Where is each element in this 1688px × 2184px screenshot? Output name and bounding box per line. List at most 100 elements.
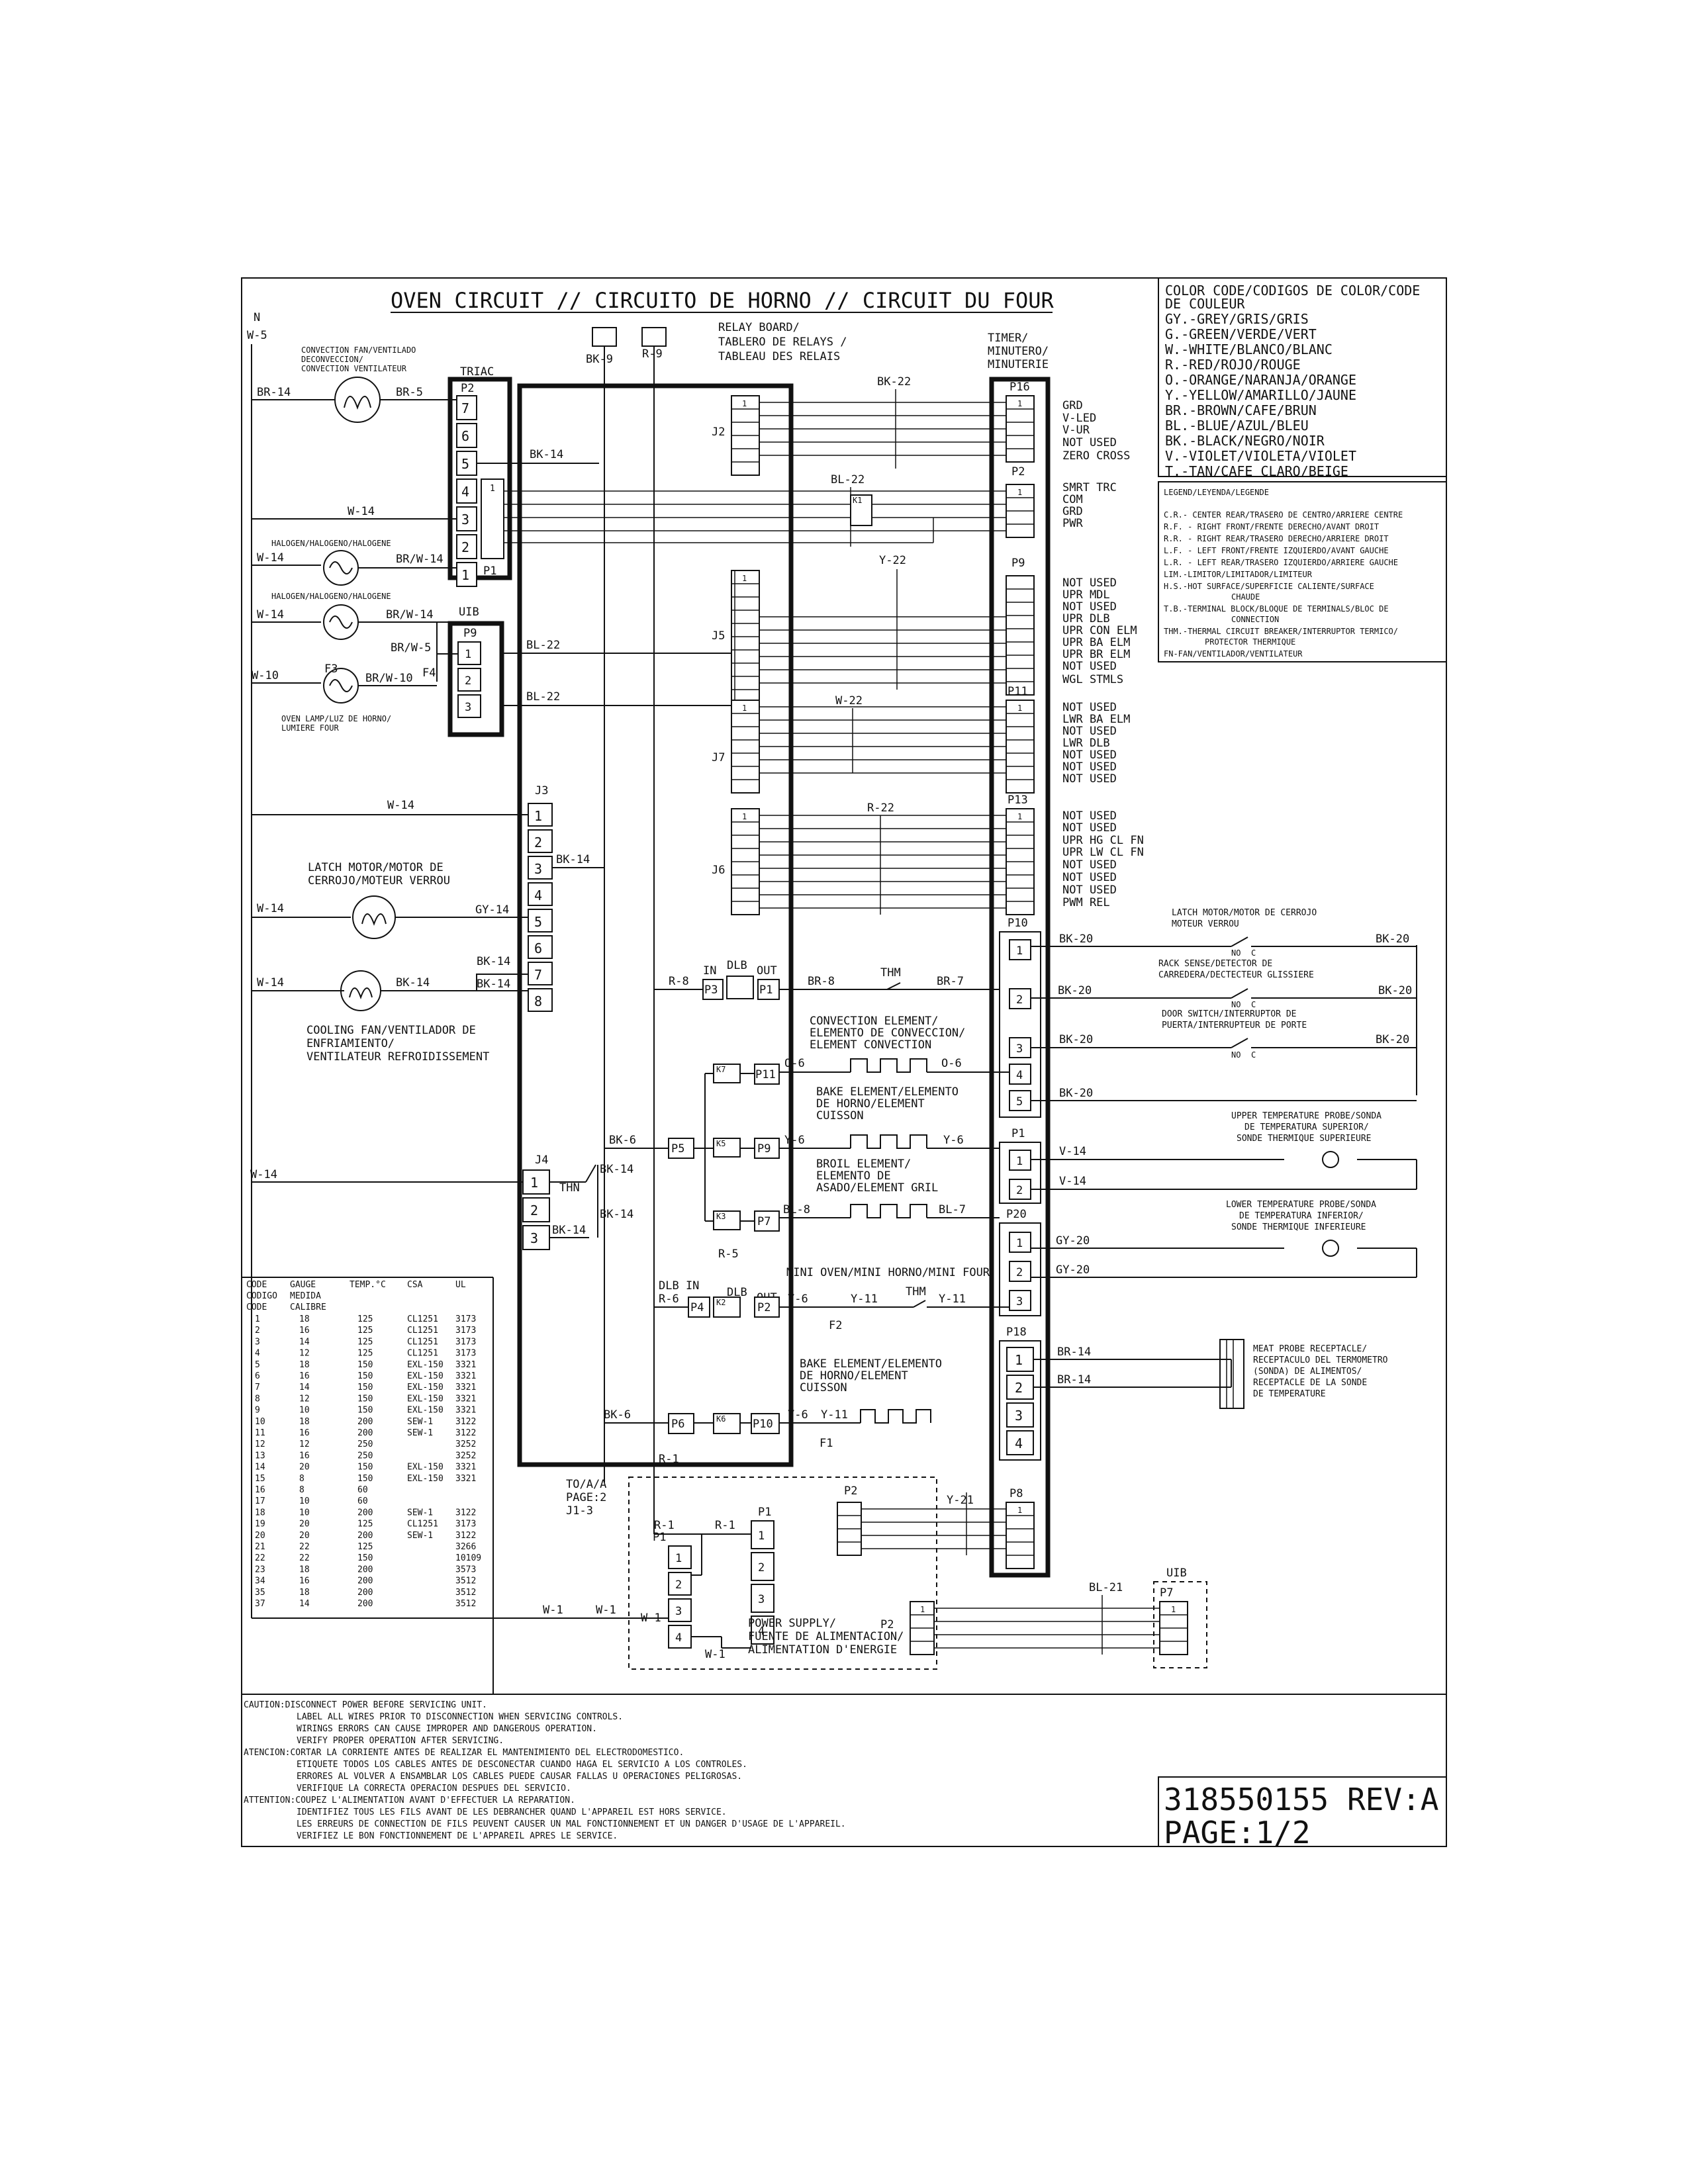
wire-y11: Y-11 <box>939 1293 966 1306</box>
wire-w22: W-22 <box>835 694 863 707</box>
wire-bk14: BK-14 <box>477 978 510 991</box>
svg-text:4: 4 <box>1015 1435 1023 1451</box>
legend: LEGEND/LEYENDA/LEGENDE C.R.- CENTER REAR… <box>1164 488 1403 659</box>
thermal-thn-label: THN <box>559 1181 580 1195</box>
gauge-table-cell: 125 <box>357 1326 373 1336</box>
gauge-table-cell: 10 <box>299 1508 310 1518</box>
svg-text:2: 2 <box>1016 993 1023 1007</box>
gauge-table-cell: 200 <box>357 1531 373 1541</box>
gauge-table-cell: 3266 <box>455 1542 476 1552</box>
svg-text:LWR DLB: LWR DLB <box>1062 737 1110 750</box>
svg-text:1: 1 <box>1016 1155 1023 1168</box>
gauge-table-cell: 200 <box>357 1508 373 1518</box>
gauge-table-cell: 200 <box>357 1417 373 1427</box>
gauge-table-cell: 200 <box>357 1588 373 1598</box>
svg-text:SMRT TRC: SMRT TRC <box>1062 481 1117 494</box>
power-supply-label: POWER SUPPLY/ <box>748 1617 836 1630</box>
wire-gy20: GY-20 <box>1056 1263 1090 1277</box>
cooling-fan-label: COOLING FAN/VENTILADOR DE <box>306 1024 476 1037</box>
p13-pin-labels: NOT USED NOT USED UPR HG CL FN UPR LW CL… <box>1062 809 1144 909</box>
lower-probe-label: LOWER TEMPERATURE PROBE/SONDA <box>1226 1200 1376 1210</box>
fuse-f2: F2 <box>829 1319 842 1332</box>
wire-w14: W-14 <box>387 799 414 812</box>
oven-lamp-label: LUMIERE FOUR <box>281 723 339 733</box>
timer-p10-pins: 1 2 3 4 5 <box>1009 939 1031 1111</box>
wire-o6: O-6 <box>941 1057 962 1070</box>
gauge-table-cell: 12 <box>299 1394 310 1404</box>
svg-text:P10: P10 <box>753 1418 773 1431</box>
diagram-title: OVEN CIRCUIT // CIRCUITO DE HORNO // CIR… <box>391 288 1055 313</box>
color-code-item: W.-WHITE/BLANCO/BLANC <box>1165 341 1333 357</box>
relay-out-label: OUT <box>757 964 777 978</box>
gauge-table-cell: 18 <box>299 1417 310 1427</box>
gauge-table-cell: 150 <box>357 1474 373 1484</box>
gauge-table-cell: 3573 <box>455 1565 476 1574</box>
wire-w1: W-1 <box>705 1648 726 1661</box>
gauge-table-cell: 15 <box>255 1474 265 1484</box>
bake-element2-label: CUISSON <box>800 1381 847 1394</box>
neutral-label: N <box>254 311 260 324</box>
gauge-table-cell: 60 <box>357 1496 368 1506</box>
svg-text:2: 2 <box>461 539 469 555</box>
svg-text:NOT USED: NOT USED <box>1062 821 1117 835</box>
gauge-table-cell: 150 <box>357 1463 373 1473</box>
gauge-table-cell: 150 <box>357 1360 373 1370</box>
wire-w14: W-14 <box>257 902 284 915</box>
gauge-table-cell: 12 <box>299 1439 310 1449</box>
caution-line: LABEL ALL WIRES PRIOR TO DISCONNECTION W… <box>297 1712 623 1722</box>
wire-bk14: BK-14 <box>600 1208 633 1221</box>
svg-text:3: 3 <box>1015 1408 1023 1424</box>
uib-p9-label: P9 <box>463 627 477 640</box>
gauge-header: CODIGO <box>246 1291 277 1301</box>
gauge-table-cell: 8 <box>299 1474 305 1484</box>
svg-text:3: 3 <box>534 861 542 877</box>
gauge-table-cell: 3512 <box>455 1588 476 1598</box>
ps-p1-label: P1 <box>653 1531 666 1544</box>
diagram-frame <box>241 277 1447 1847</box>
gauge-table-cell: 18 <box>299 1565 310 1574</box>
svg-text:P5: P5 <box>671 1142 684 1156</box>
wire-r6: R-6 <box>659 1293 679 1306</box>
svg-text:4: 4 <box>461 484 469 500</box>
wire-w1: W-1 <box>543 1604 563 1617</box>
fuse-f1: F1 <box>820 1437 833 1450</box>
svg-text:P2: P2 <box>757 1301 771 1314</box>
wire-bk20: BK-20 <box>1376 1033 1409 1046</box>
wire-y11: Y-11 <box>821 1408 848 1422</box>
caution-block: CAUTION:DISCONNECT POWER BEFORE SERVICIN… <box>244 1700 846 1841</box>
bake-element-label: CUISSON <box>816 1109 864 1122</box>
timer-label: MINUTERIE <box>988 358 1049 371</box>
legend-item: L.R. - LEFT REAR/TRASERO IZQUIERDO/ARRIE… <box>1164 558 1398 567</box>
gauge-table-cell: 125 <box>357 1349 373 1359</box>
mini-oven-label: MINI OVEN/MINI HORNO/MINI FOUR <box>786 1266 990 1279</box>
ps-p2-connector <box>837 1502 862 1556</box>
gauge-table-cell: 20 <box>299 1520 310 1529</box>
latch-switch-label: MOTEUR VERROU <box>1172 919 1239 929</box>
legend-item: CHAUDE <box>1231 592 1260 602</box>
wire-bk14: BK-14 <box>530 448 563 461</box>
svg-text:2: 2 <box>758 1561 765 1574</box>
wire-bk20: BK-20 <box>1059 933 1093 946</box>
wire-r1: R-1 <box>654 1519 675 1532</box>
wire-br14: BR-14 <box>1057 1345 1091 1359</box>
svg-text:3: 3 <box>1016 1042 1023 1056</box>
gauge-table-cell: 16 <box>299 1326 310 1336</box>
gauge-table-cell: 17 <box>255 1496 265 1506</box>
svg-text:1: 1 <box>1017 399 1022 408</box>
gauge-header: CSA <box>407 1280 423 1290</box>
svg-text:GRD: GRD <box>1062 505 1083 518</box>
gauge-table-cell: 125 <box>357 1314 373 1324</box>
svg-text:UPR BA ELM: UPR BA ELM <box>1062 636 1130 649</box>
j6-connector: 1 <box>731 808 760 915</box>
gauge-table-cell: SEW-1 <box>407 1417 433 1427</box>
svg-text:1: 1 <box>534 808 542 824</box>
legend-item: L.F. - LEFT FRONT/FRENTE IZQUIERDO/AVANT… <box>1164 546 1389 555</box>
broil-element-label: ELEMENTO DE <box>816 1169 891 1183</box>
legend-item: THM.-THERMAL CIRCUIT BREAKER/INTERRUPTOR… <box>1164 627 1398 636</box>
wire-bl7: BL-7 <box>939 1203 966 1216</box>
legend-item: R.F. - RIGHT FRONT/FRENTE DERECHO/AVANT … <box>1164 522 1379 531</box>
svg-text:P7: P7 <box>757 1215 771 1228</box>
wire-bl21: BL-21 <box>1089 1581 1123 1594</box>
svg-text:1: 1 <box>675 1552 682 1565</box>
